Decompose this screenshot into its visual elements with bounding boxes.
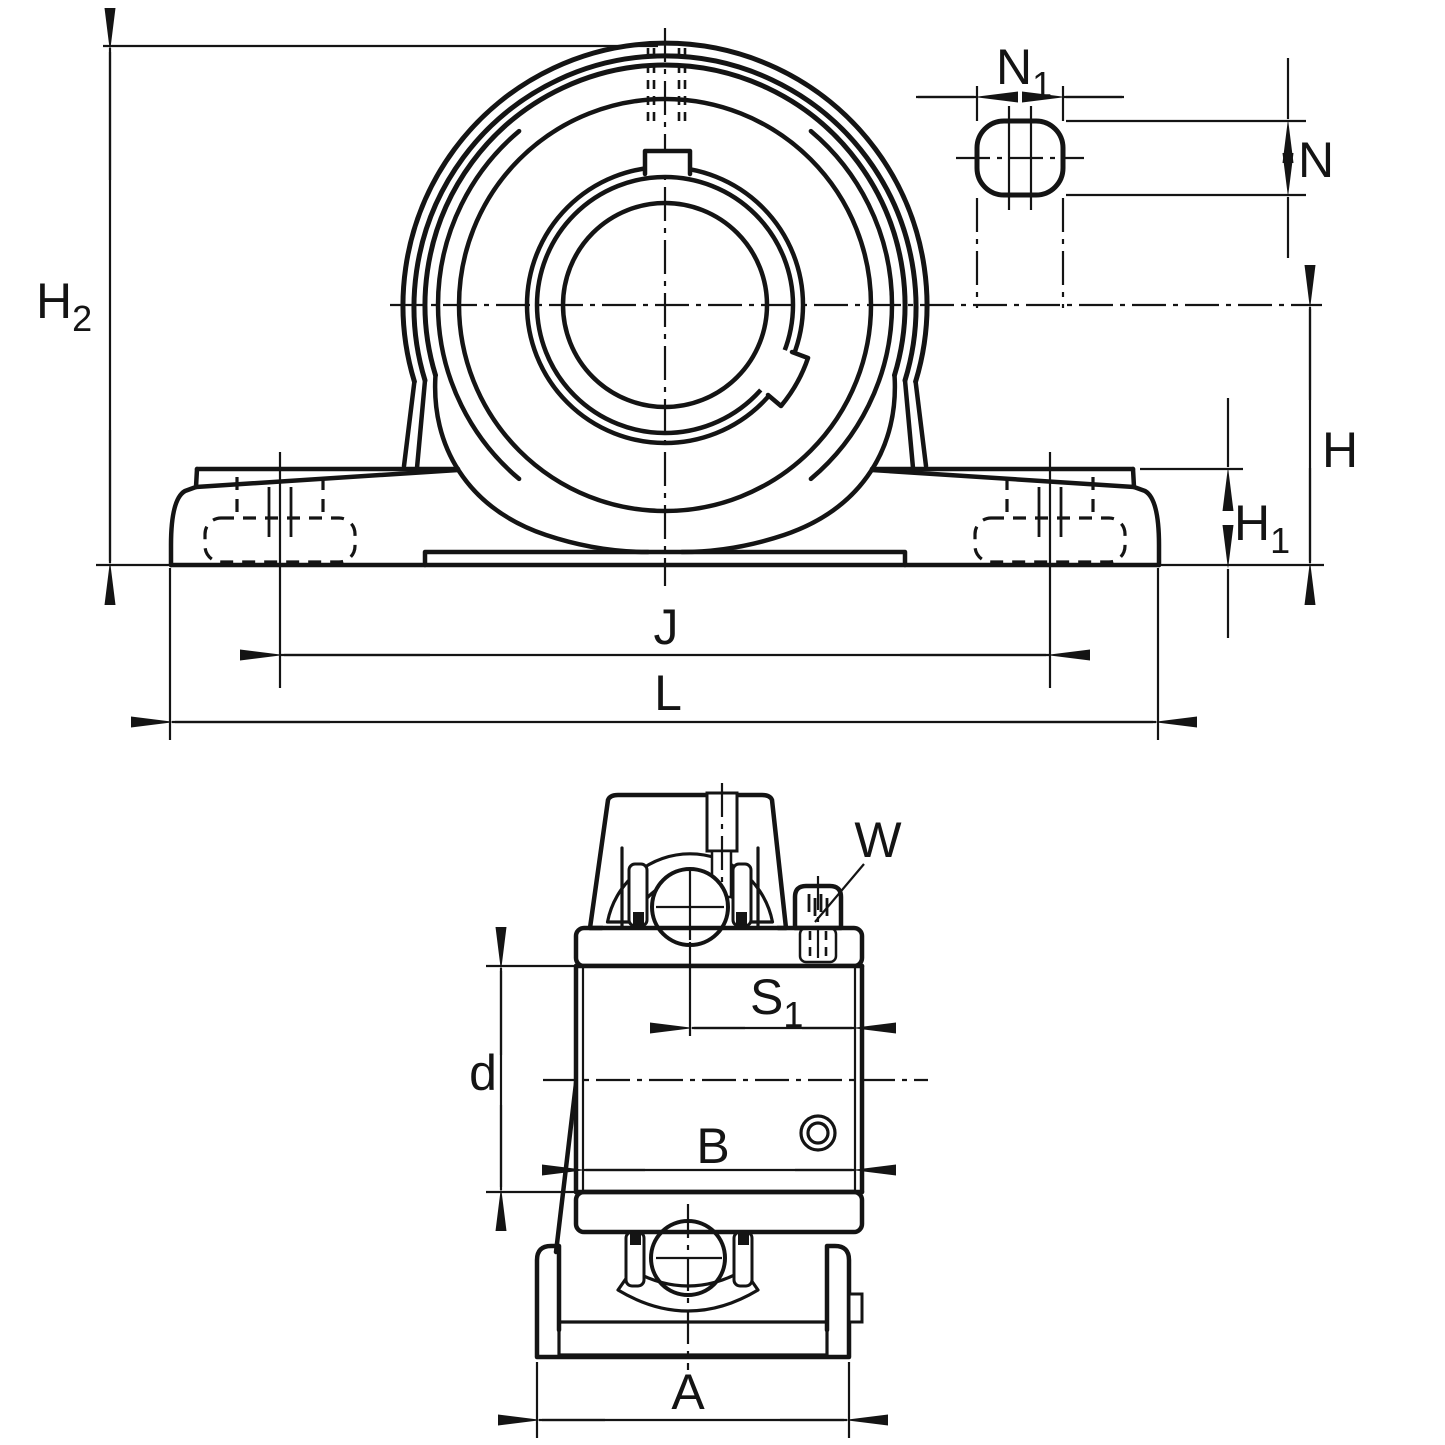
dimension-d: d (469, 927, 576, 1231)
sleeve-hole (799, 1114, 837, 1152)
side-section-view: W S1 d B (469, 783, 928, 1438)
label-l: L (654, 665, 682, 721)
side-lug (847, 1292, 864, 1324)
label-h2: H2 (36, 273, 92, 339)
dimension-a: A (498, 1362, 888, 1438)
label-h1: H1 (1234, 495, 1290, 561)
dimension-h: H (1160, 265, 1358, 605)
housing-dome-arcs (400, 40, 930, 555)
label-s1: S1 (750, 969, 803, 1035)
dimension-n1: N1 (916, 39, 1124, 105)
label-j: J (654, 599, 679, 655)
lower-seal-right (732, 1230, 754, 1288)
base-wall-right (824, 1243, 852, 1359)
hidden-screw-holes (646, 48, 687, 128)
base-recess (422, 549, 908, 568)
keyway-notch (642, 148, 693, 177)
bolt-slot-left (203, 452, 357, 688)
dimension-n: N (1066, 58, 1334, 258)
label-h: H (1322, 422, 1358, 478)
label-w: W (854, 812, 902, 868)
lower-seal-left (624, 1230, 646, 1288)
base-wall-left (534, 1243, 562, 1359)
dimension-s1: S1 (650, 942, 896, 1036)
seal-left (627, 862, 649, 928)
dimension-b: B (542, 1118, 896, 1176)
bolt-slot-right (973, 452, 1127, 688)
front-view-pillow-block (168, 28, 1322, 688)
label-n: N (1298, 132, 1334, 188)
dimension-j: J (240, 599, 1090, 661)
seal-right (731, 862, 753, 928)
dimension-h1: H1 (1140, 398, 1290, 638)
label-n1: N1 (996, 39, 1052, 105)
dimension-l: L (131, 568, 1197, 740)
dimension-w: W (814, 812, 902, 923)
base-plate-section (557, 1320, 829, 1357)
lower-bearing-base (534, 1189, 865, 1370)
dimension-h2: H2 (36, 8, 658, 605)
cam-lock-tab (753, 347, 813, 410)
inner-ring-bottom-band (573, 1189, 865, 1235)
label-a: A (671, 1364, 705, 1420)
base-feet (168, 466, 1162, 568)
label-b: B (696, 1118, 729, 1174)
set-screw (792, 883, 844, 931)
label-d: d (469, 1045, 497, 1101)
